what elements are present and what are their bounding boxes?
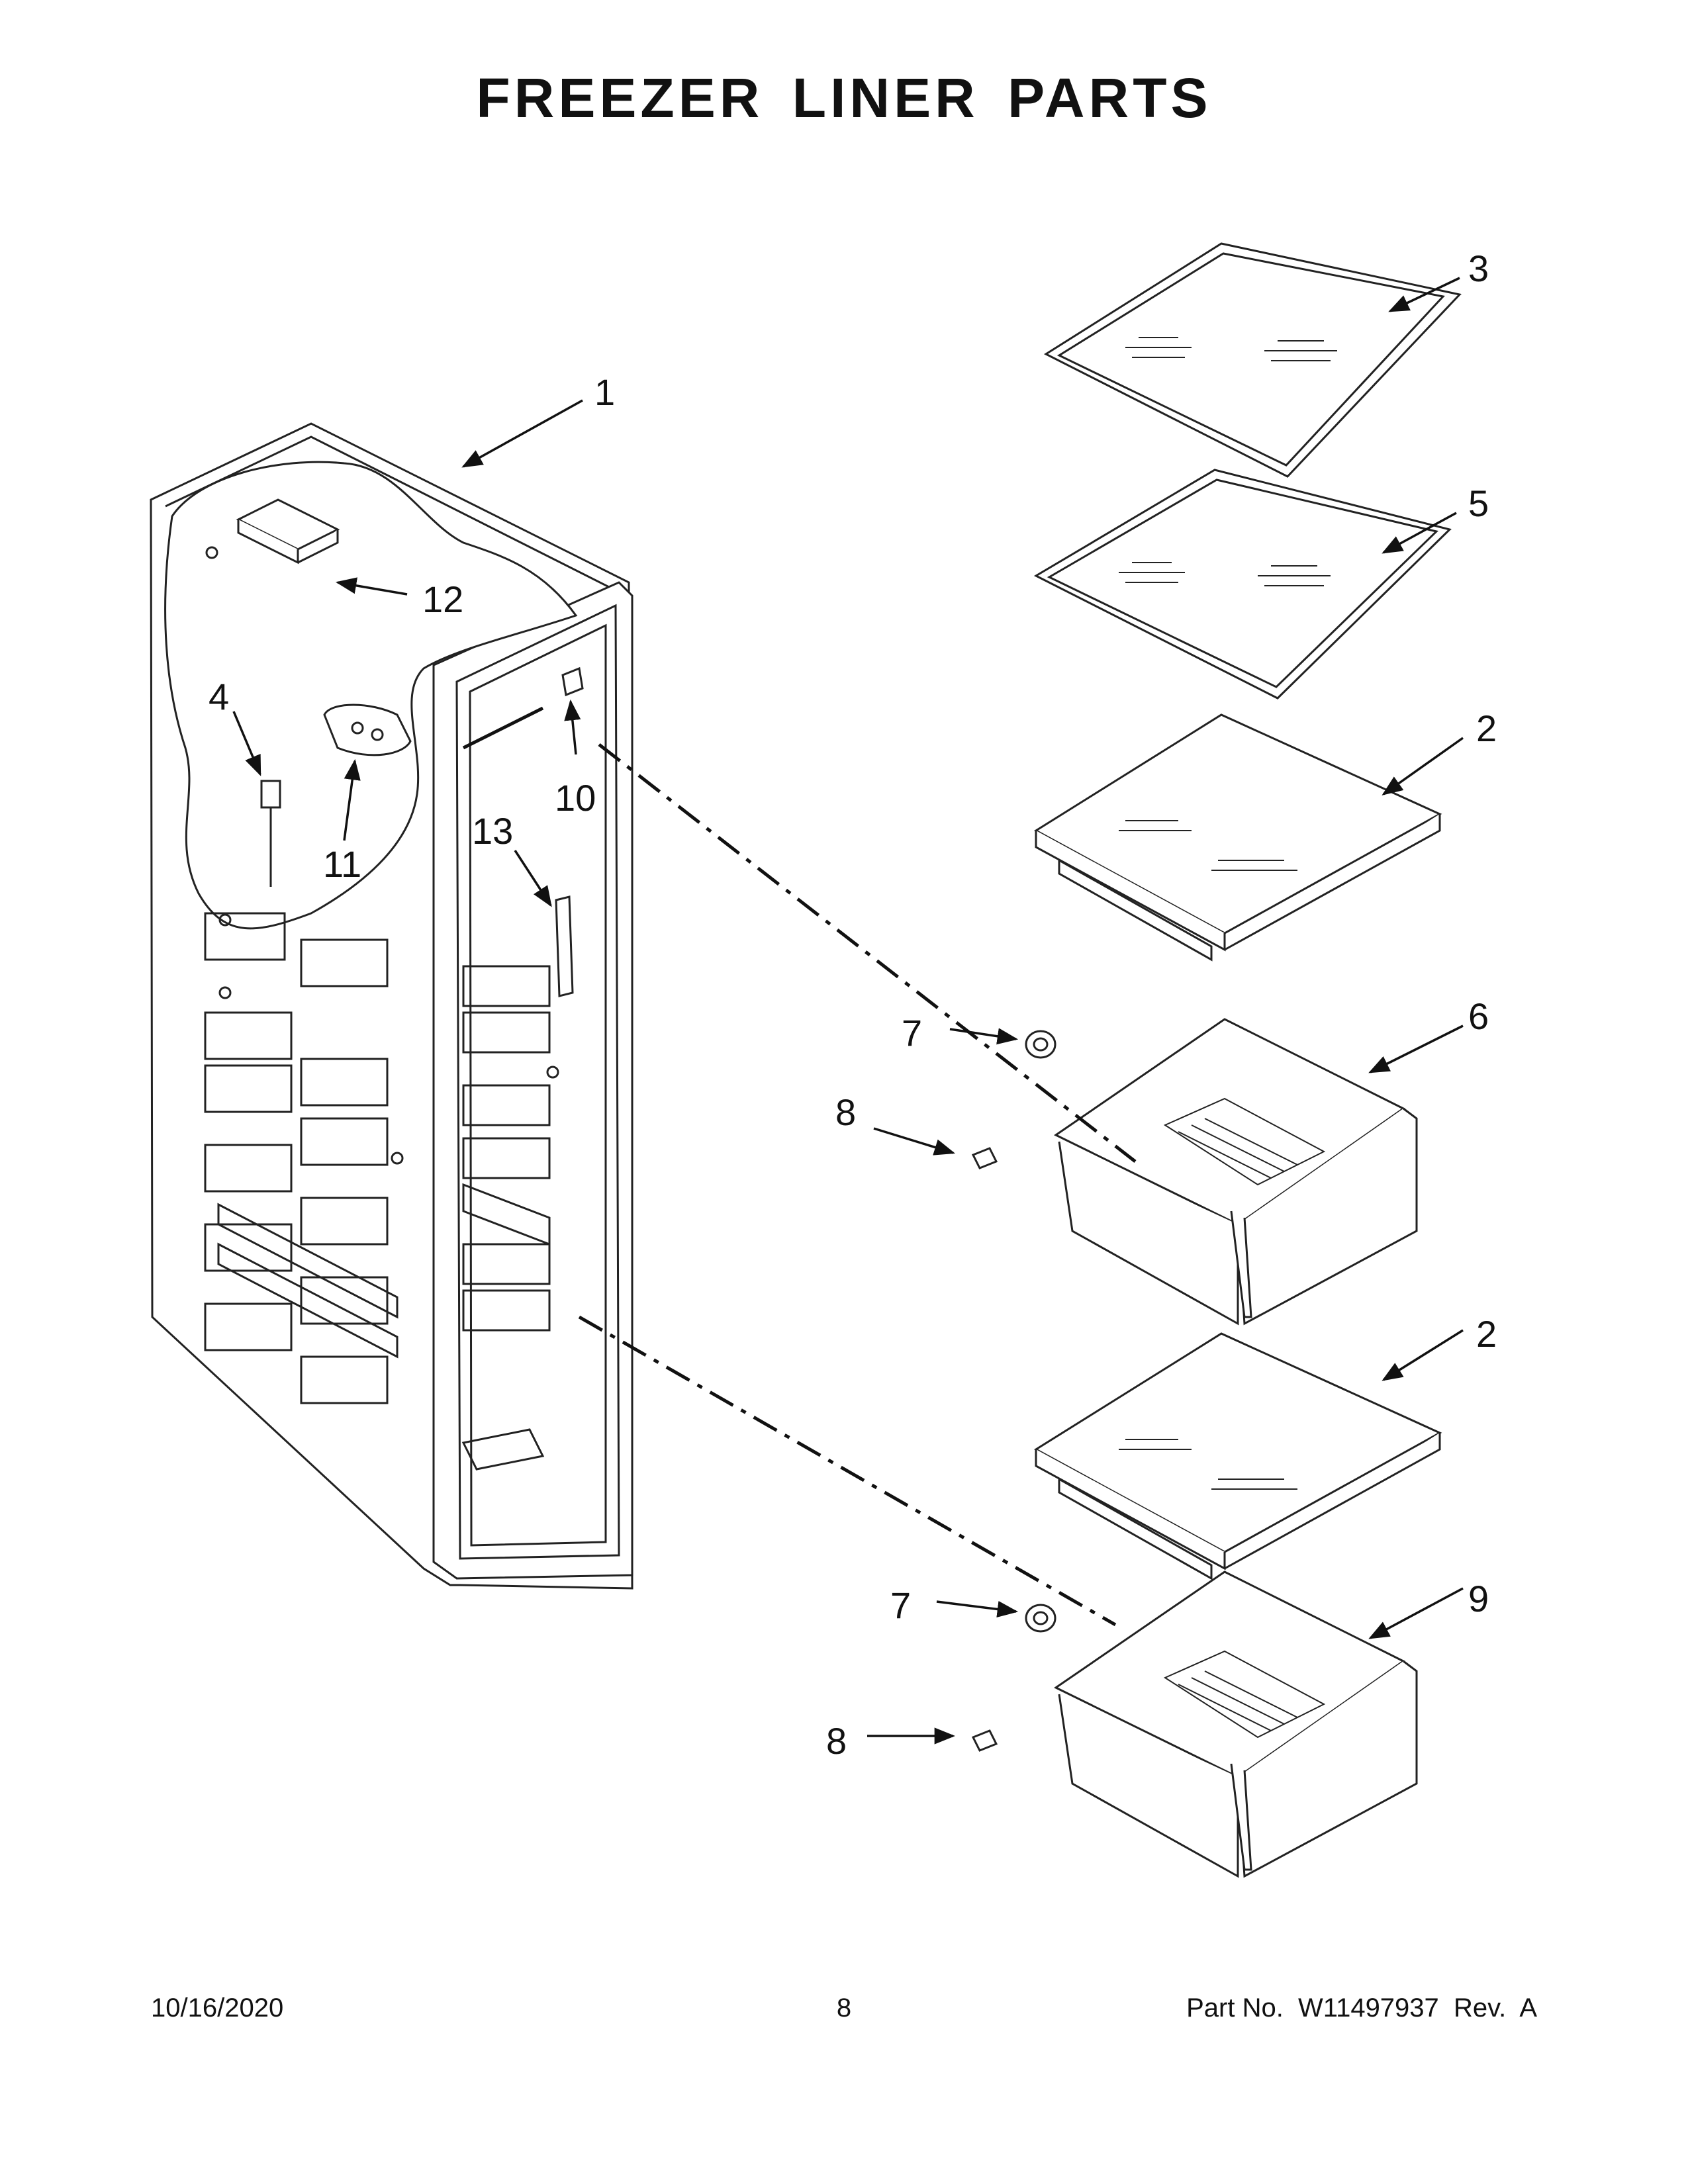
callout-2-lower: 2	[1476, 1313, 1497, 1355]
footer-part-number: Part No. W11497937 Rev. A	[1186, 1993, 1537, 2023]
alignment-lines	[578, 743, 1137, 1627]
page-title: FREEZER LINER PARTS	[476, 67, 1212, 129]
switch-leader-line	[462, 706, 544, 750]
roller-upper	[1025, 1030, 1056, 1059]
callout-13: 13	[472, 810, 513, 852]
callout-7-upper: 7	[902, 1012, 922, 1054]
screw-upper	[971, 1147, 998, 1169]
thermistor	[260, 780, 281, 887]
roller-lower	[1025, 1604, 1056, 1633]
bracket	[555, 895, 574, 997]
callout-4: 4	[209, 676, 229, 717]
glass-shelf	[1043, 242, 1462, 478]
callout-8-upper: 8	[835, 1091, 856, 1133]
shelf-with-frame-upper	[1034, 713, 1442, 962]
callout-9: 9	[1468, 1578, 1489, 1619]
callout-12: 12	[422, 578, 463, 620]
freezer-basket-lower	[1054, 1570, 1418, 1878]
footer-page-number: 8	[836, 1993, 852, 2023]
light-housing	[323, 704, 412, 756]
freezer-liner	[150, 422, 633, 1590]
door-switch	[561, 666, 584, 697]
callout-11: 11	[323, 843, 361, 885]
control-board	[236, 498, 340, 565]
callout-arrows	[232, 277, 1464, 1745]
callout-10: 10	[555, 777, 596, 819]
screw-lower	[971, 1729, 998, 1752]
callout-3: 3	[1468, 248, 1489, 289]
freezer-basket-upper	[1054, 1018, 1418, 1326]
callout-6: 6	[1468, 995, 1489, 1037]
callout-8-lower: 8	[826, 1720, 847, 1762]
glass-shelf-frame	[1033, 469, 1452, 700]
callout-7-lower: 7	[890, 1584, 911, 1626]
callout-1: 1	[594, 371, 615, 413]
callout-2-upper: 2	[1476, 707, 1497, 749]
footer-date: 10/16/2020	[151, 1993, 284, 2023]
callout-5: 5	[1468, 482, 1489, 524]
shelf-with-frame-lower	[1034, 1332, 1442, 1580]
